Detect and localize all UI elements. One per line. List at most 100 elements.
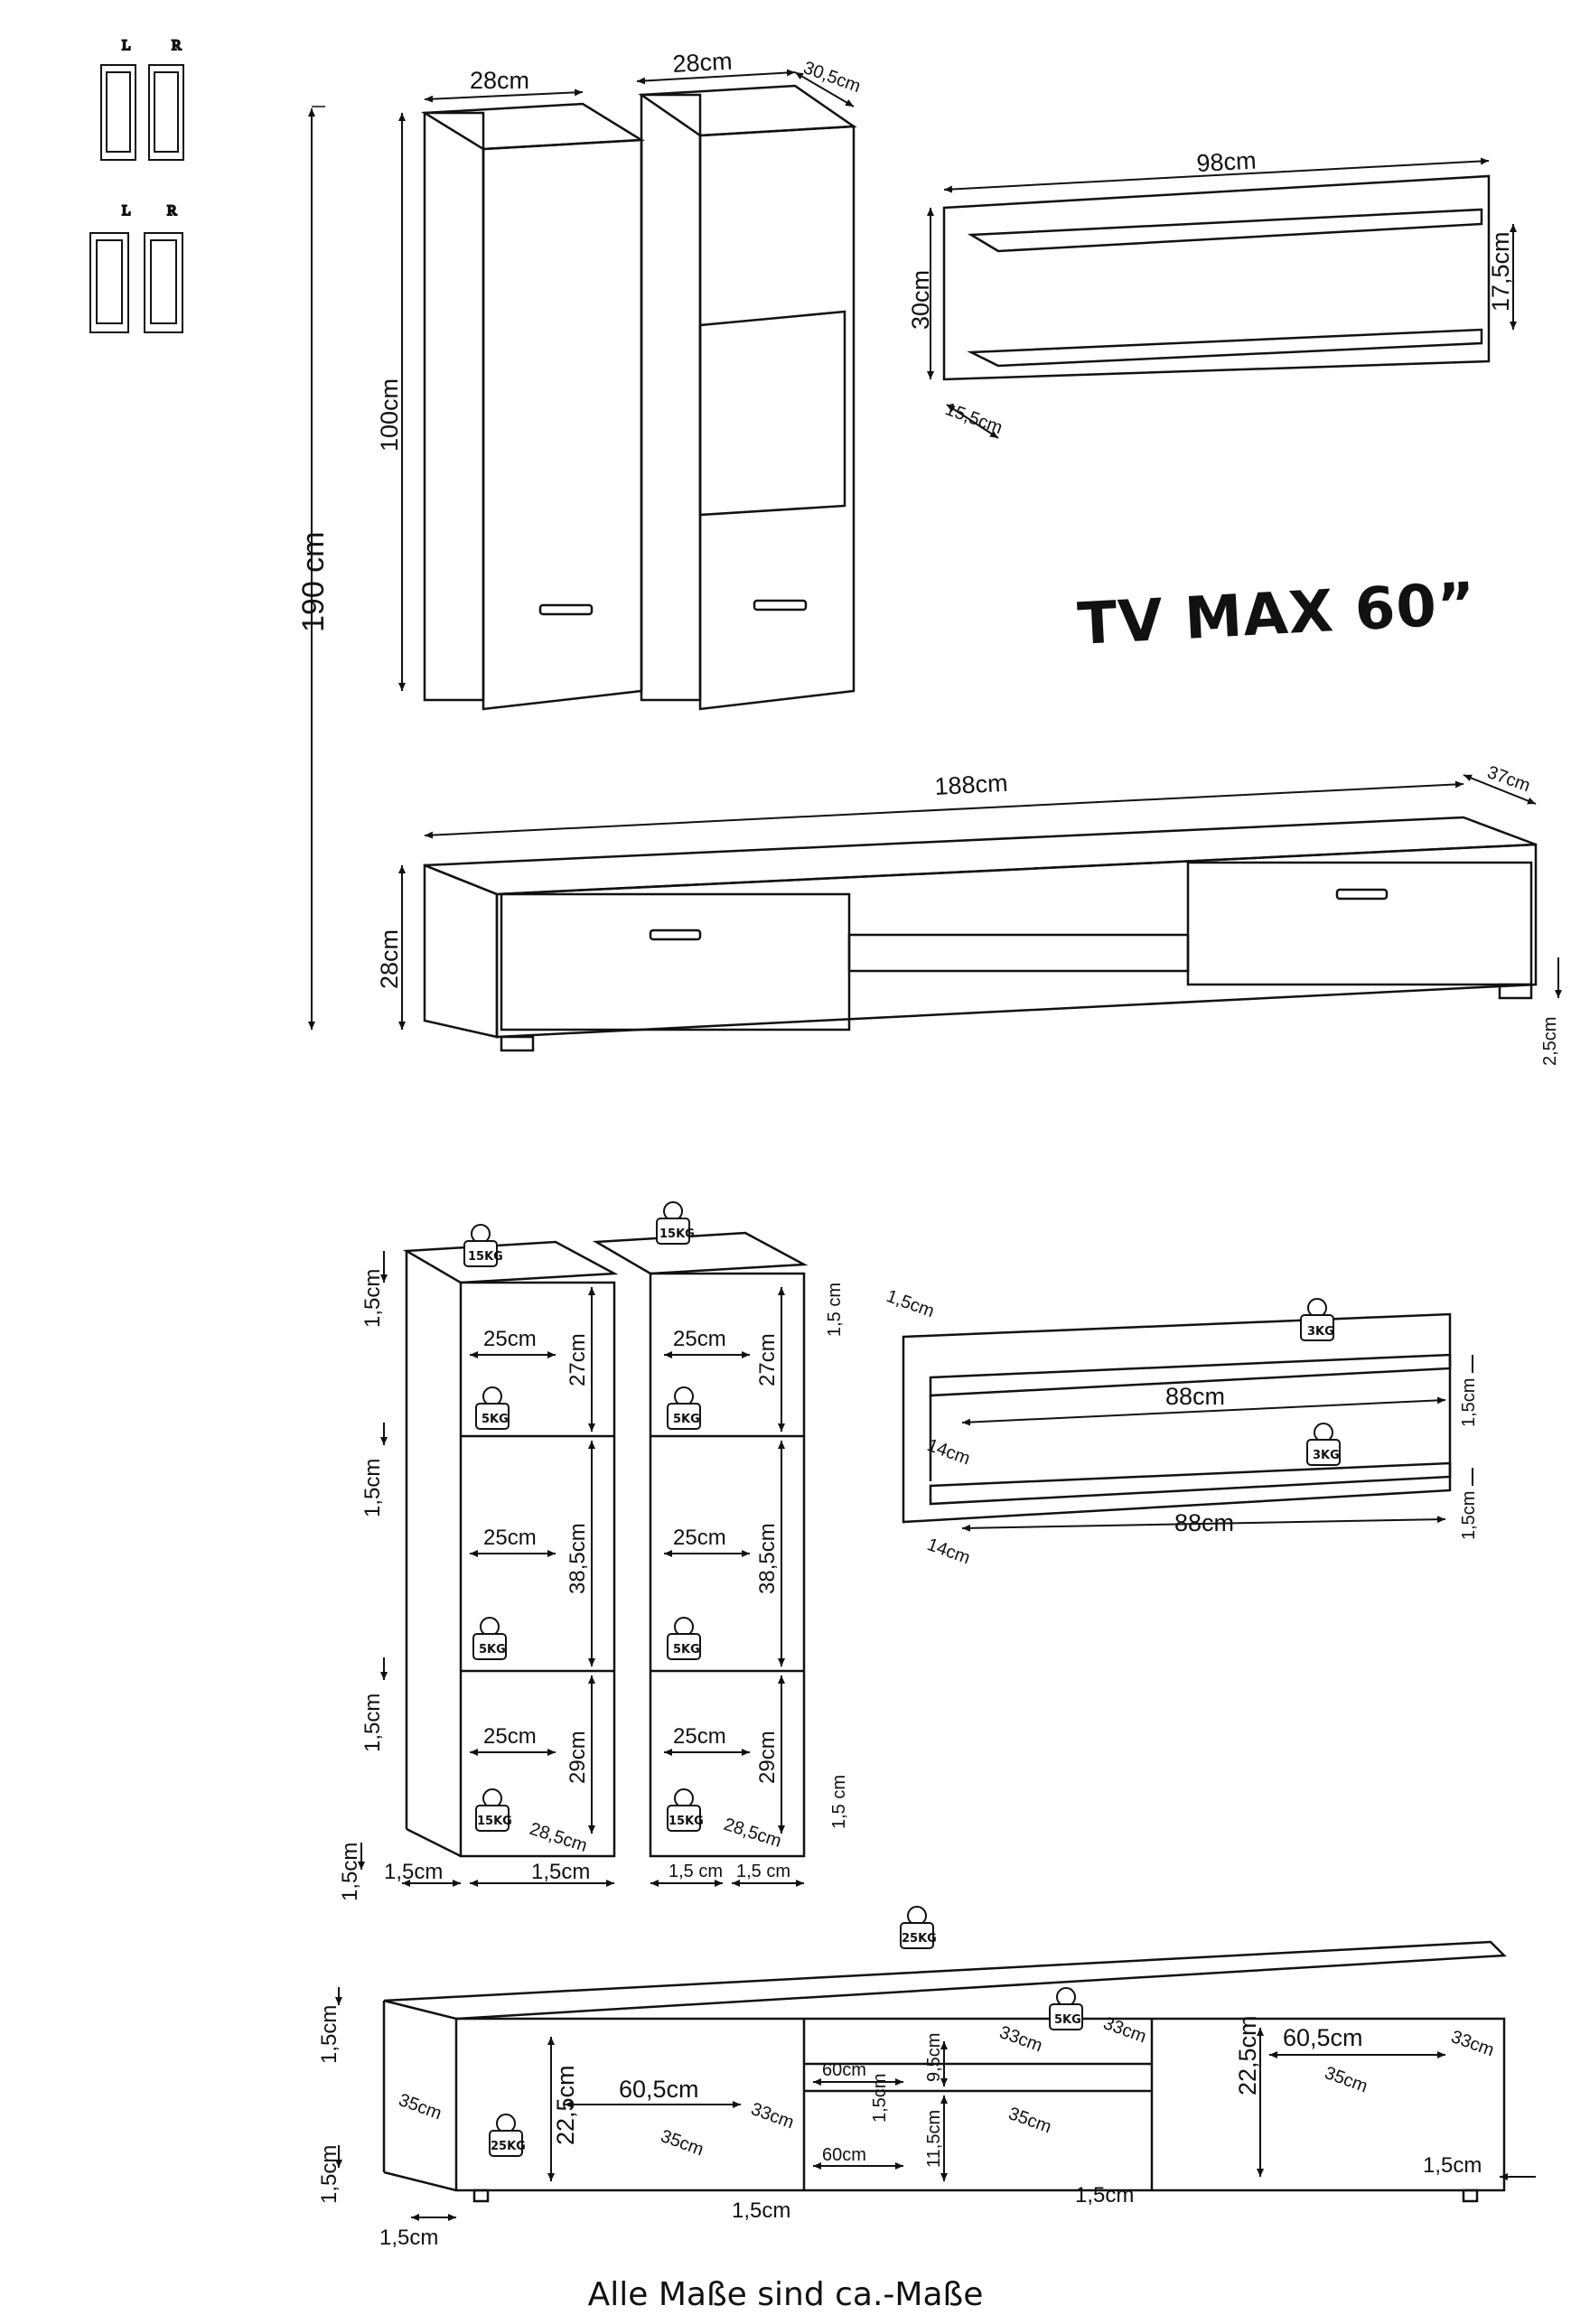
label-wall-depth-upper: 14cm xyxy=(924,1435,972,1469)
label-h-bottom-right: 29cm xyxy=(755,1731,780,1784)
mini-cabinet-left-icon xyxy=(100,64,136,161)
label-load-shelf-right: 5KG xyxy=(673,1413,700,1426)
tv-board-side xyxy=(423,863,499,1039)
wall-shelf-internals-labels: 3KG 3KG 88cm 88cm 14cm 14cm 1,5cm 1,5cm … xyxy=(884,1286,1479,1568)
wall-shelf-internals-drawing xyxy=(902,1312,1473,1532)
label-tv-panel-5: 1,5cm xyxy=(1075,2183,1134,2207)
cabinet-internals-labels: 15KG 15KG 5KG 5KG 5KG 5KG 15KG 15KG 25cm… xyxy=(338,1227,849,1901)
label-tv-side-width-left: 60,5cm xyxy=(619,2076,699,2103)
label-panel-10: 1,5 cm xyxy=(829,1775,849,1829)
label-shelf-depth: 15,5cm xyxy=(942,399,1005,438)
wall-shelf-internals-weights xyxy=(1300,1298,1341,1466)
label-tv-inner-depth-left: 33cm xyxy=(748,2099,796,2133)
legend-right-top: R xyxy=(172,38,182,53)
wall-shelf-lower xyxy=(967,328,1483,368)
label-panel-1: 1,5cm xyxy=(360,1269,385,1328)
label-wall-load-lower: 3KG xyxy=(1313,1449,1340,1462)
label-tv-side-width-right: 60,5cm xyxy=(1283,2024,1363,2051)
label-panel-9: 1,5 cm xyxy=(825,1283,845,1337)
label-load-bottom-right: 15KG xyxy=(669,1815,704,1828)
label-wall-thickness-lower: 1,5cm xyxy=(1459,1491,1479,1540)
wall-shelf-upper xyxy=(967,208,1483,253)
label-tv-depth-side: 35cm xyxy=(396,2090,444,2123)
label-tv-load-top: 25KG xyxy=(902,1932,937,1946)
label-panel-5: 1,5cm xyxy=(384,1860,443,1884)
label-tv-height: 28cm xyxy=(376,929,403,989)
label-h-mid-right: 38,5cm xyxy=(755,1523,780,1594)
label-tv-side-height-right: 22,5cm xyxy=(1234,2015,1261,2095)
label-h-bottom-left: 29cm xyxy=(566,1731,590,1784)
label-h-top-left: 27cm xyxy=(566,1333,590,1386)
label-load-shelf-left: 5KG xyxy=(482,1413,509,1426)
label-shelf-width: 98cm xyxy=(1196,147,1258,177)
cabinet-right-front xyxy=(698,125,856,711)
label-tv-depth: 37cm xyxy=(1484,762,1532,796)
label-tv-panel-1: 1,5cm xyxy=(317,2005,341,2064)
label-tv-mid-top: 9,5cm xyxy=(924,2033,944,2082)
label-tv-foot: 2,5cm xyxy=(1540,1017,1560,1066)
label-h-top-right: 27cm xyxy=(755,1333,780,1386)
tv-board-front xyxy=(495,843,1538,1039)
label-inner-width-1: 25cm xyxy=(483,1327,537,1351)
label-shelf-height: 30cm xyxy=(907,270,934,330)
cabinet-internals-arrows xyxy=(358,1251,804,1887)
cabinet-right-side xyxy=(640,93,702,702)
label-tv-mid-bottom: 11,5cm xyxy=(924,2110,944,2168)
label-tv-load-mid: 5KG xyxy=(1054,2013,1081,2027)
label-wall-width-lower: 88cm xyxy=(1174,1509,1234,1536)
label-panel-7: 1,5 cm xyxy=(669,1862,723,1881)
label-tv-depth-mid: 35cm xyxy=(1005,2104,1053,2137)
label-tv-panel-7: 1,5cm xyxy=(870,2074,890,2123)
label-tv-panel-3: 1,5cm xyxy=(379,2226,438,2250)
label-cabinet-left-width: 28cm xyxy=(470,67,529,94)
label-wall-thickness-top: 1,5cm xyxy=(884,1286,937,1321)
label-tv-inner-depth-right: 33cm xyxy=(1448,2027,1496,2060)
label-height-total: 190 cm xyxy=(296,532,331,633)
overview-drawing xyxy=(308,69,1562,1052)
legend-right-bottom: R xyxy=(167,203,177,219)
label-panel-8: 1,5 cm xyxy=(736,1862,790,1881)
cabinet-internals-drawing xyxy=(402,1231,809,1858)
label-tv-panel-6: 1,5cm xyxy=(1423,2153,1482,2178)
mini-cabinet-right-icon xyxy=(148,64,184,161)
label-cabinet-height: 100cm xyxy=(376,378,403,452)
orientation-icons: L R L R xyxy=(89,37,184,333)
label-cabinet-depth: 30,5cm xyxy=(800,58,863,97)
label-cabinet-right-width: 28cm xyxy=(672,48,734,78)
mini-cabinet-right-open-icon xyxy=(144,232,183,333)
label-inner-width-5: 25cm xyxy=(673,1526,726,1550)
tv-board-drawer-left xyxy=(500,892,851,1031)
tv-internals-drawing xyxy=(382,1940,1507,2203)
label-h-mid-left: 38,5cm xyxy=(566,1523,590,1594)
label-panel-3: 1,5cm xyxy=(360,1694,385,1752)
tv-internals-arrows xyxy=(335,1987,1536,2221)
footer-note: Alle Maße sind ca.-Maße xyxy=(587,2276,984,2313)
label-inner-width-2: 25cm xyxy=(483,1526,537,1550)
label-depth-right: 28,5cm xyxy=(721,1815,783,1852)
label-tv-inner-depth-mid: 33cm xyxy=(996,2022,1044,2056)
overview-labels: 190 cm 28cm 28cm 30,5cm 100cm 98cm 30cm … xyxy=(296,48,1560,1066)
label-panel-6: 1,5cm xyxy=(531,1860,590,1884)
label-load-shelf2-right: 5KG xyxy=(673,1643,700,1657)
mini-cabinet-left-open-icon xyxy=(89,232,129,333)
label-tv-depth-left: 35cm xyxy=(658,2126,706,2160)
label-wall-width-upper: 88cm xyxy=(1165,1383,1225,1410)
label-depth-left: 28,5cm xyxy=(527,1819,589,1856)
label-shelf-spacing: 17,5cm xyxy=(1487,231,1514,312)
label-wall-load-upper: 3KG xyxy=(1307,1325,1334,1339)
tv-board-drawer-right xyxy=(1186,861,1533,986)
tv-board-top xyxy=(424,816,1537,896)
label-tv-width: 188cm xyxy=(934,770,1009,800)
label-tv-panel-4: 1,5cm xyxy=(732,2198,790,2223)
label-inner-width-3: 25cm xyxy=(483,1724,537,1749)
label-tv-side-height-left: 22,5cm xyxy=(552,2065,579,2145)
label-tv-load-side: 25KG xyxy=(491,2140,526,2153)
label-tv-panel-2: 1,5cm xyxy=(317,2145,341,2204)
label-panel-2: 1,5cm xyxy=(360,1459,385,1517)
label-panel-4: 1,5cm xyxy=(338,1843,362,1901)
label-wall-thickness-upper: 1,5cm xyxy=(1459,1378,1479,1427)
label-load-top-left: 15KG xyxy=(468,1250,503,1264)
cabinet-left-front xyxy=(482,138,643,711)
label-load-bottom-left: 15KG xyxy=(477,1815,512,1828)
